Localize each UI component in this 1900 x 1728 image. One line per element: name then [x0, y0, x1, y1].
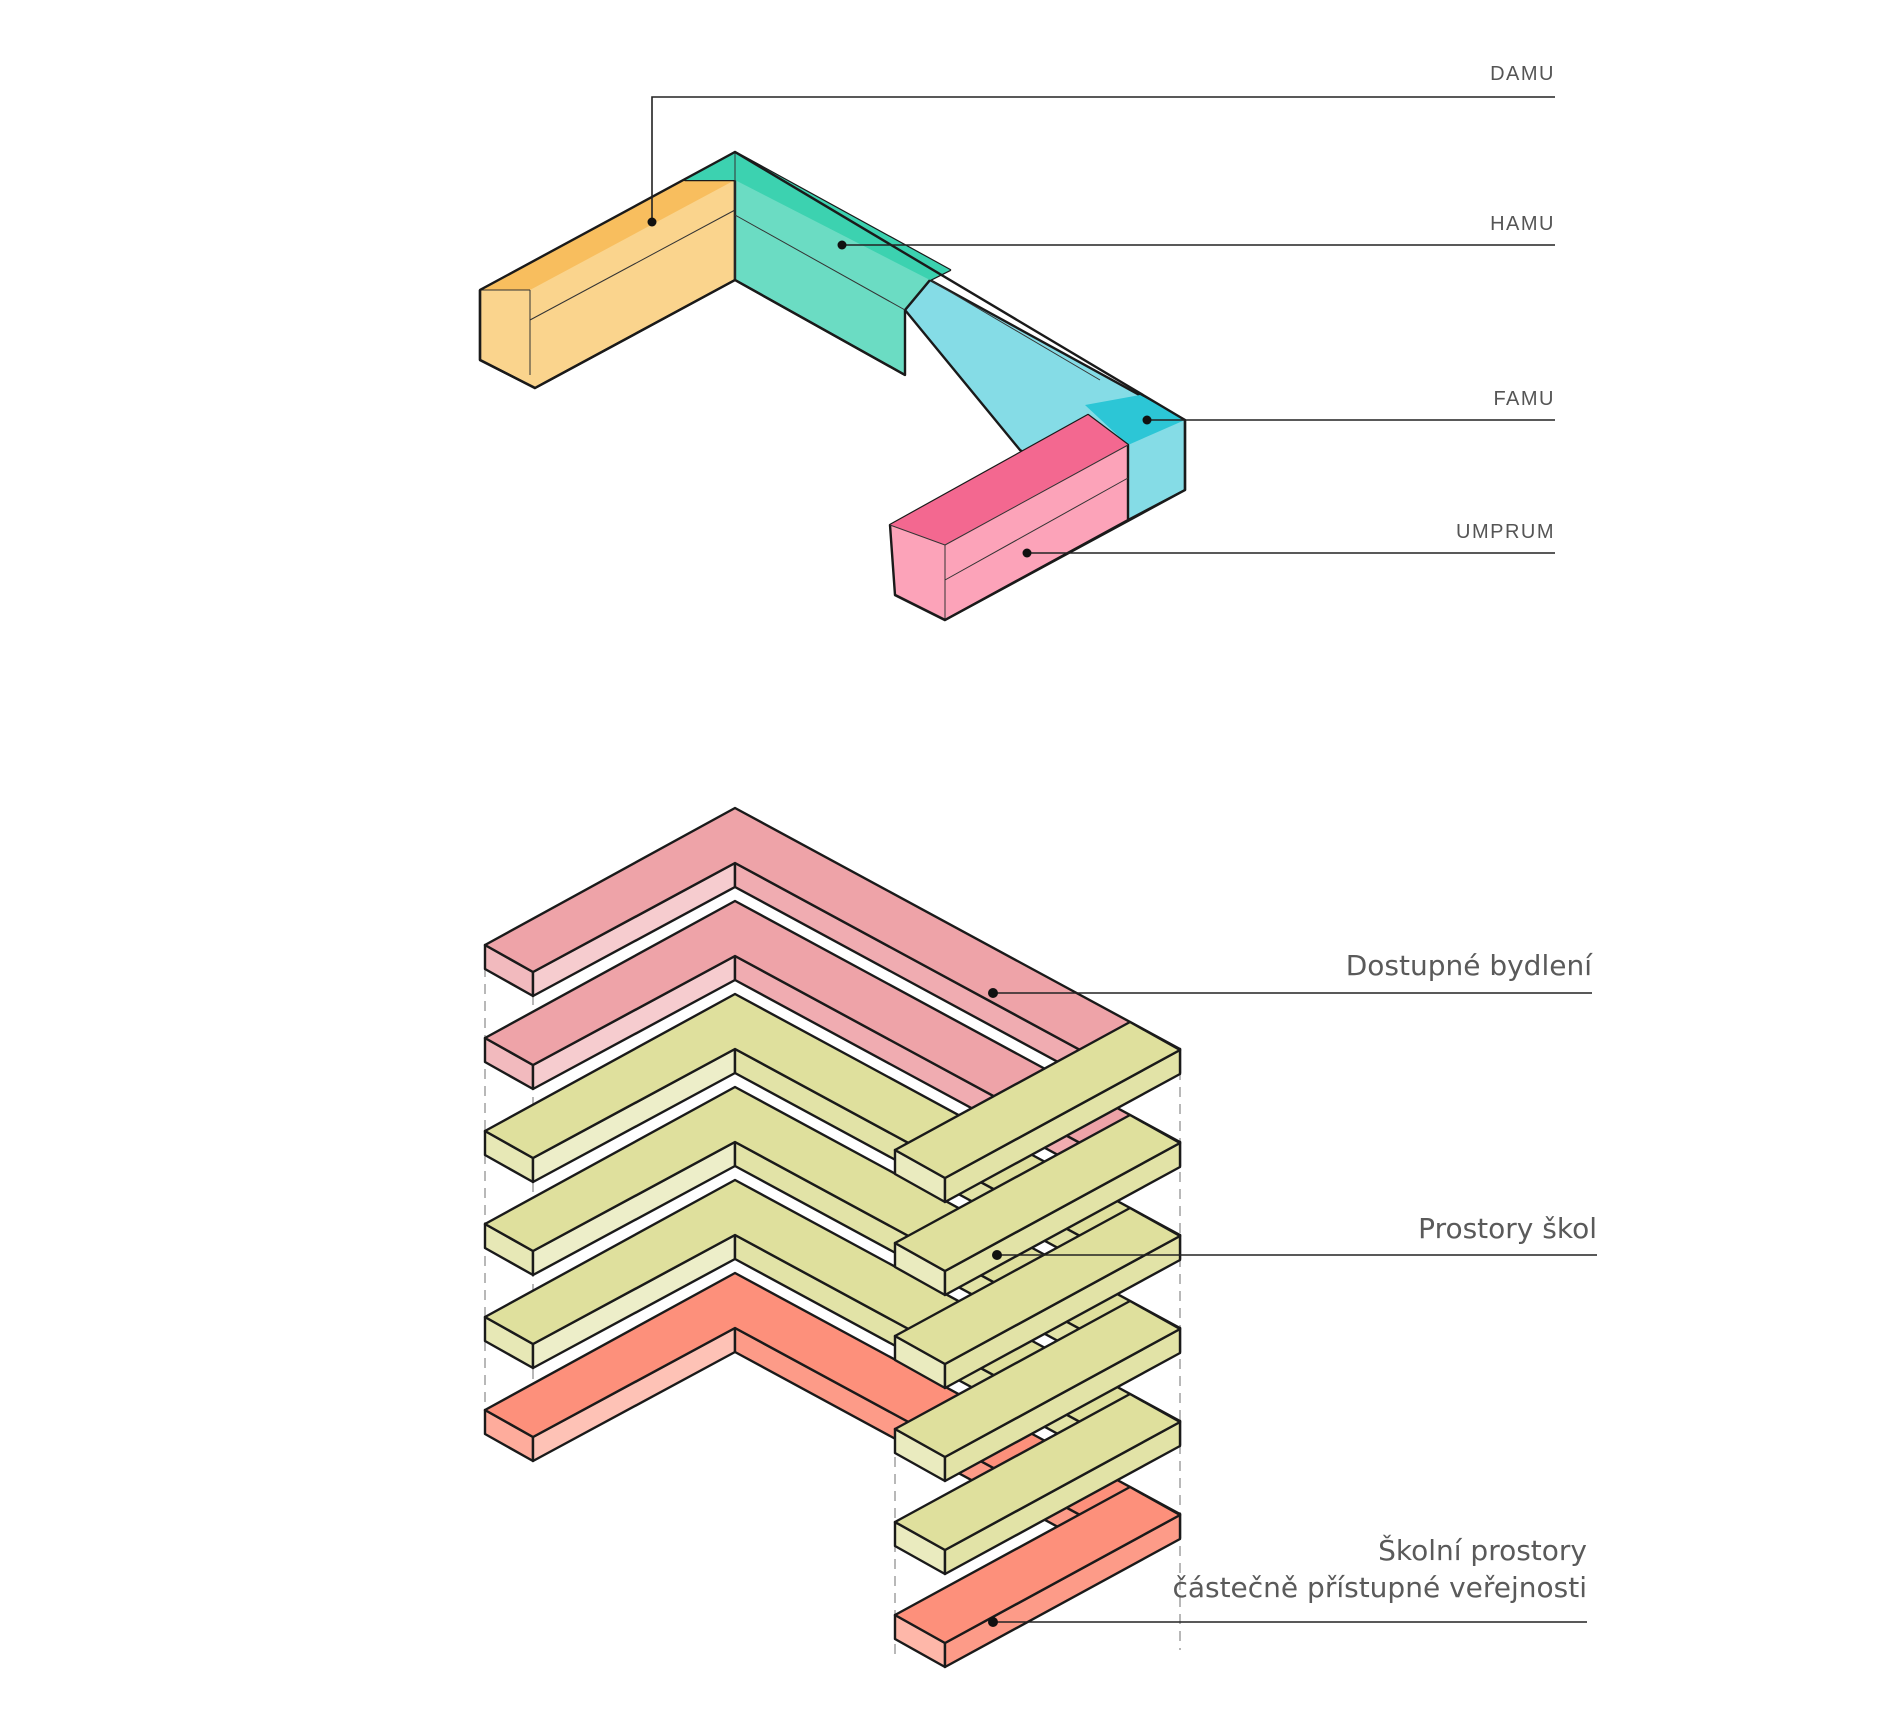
slab-stack — [483, 806, 1182, 1669]
wing-slab-school — [893, 1206, 1182, 1366]
label-public-line1: Školní prostory — [1378, 1533, 1587, 1567]
floor-stack-diagram: Dostupné bydlení Prostory škol Školní pr… — [483, 806, 1597, 1669]
hamu-block — [683, 150, 952, 377]
wing-slab-school — [893, 1020, 1182, 1180]
wing-slab-school — [893, 1392, 1182, 1552]
label-damu: DAMU — [1490, 63, 1555, 85]
housing-dot — [988, 988, 998, 998]
hamu-dot — [837, 240, 847, 250]
umprum-dot — [1022, 548, 1032, 558]
massing-diagram: DAMU HAMU FAMU UMPRUM — [478, 63, 1555, 622]
wing-slab-school — [893, 1113, 1182, 1273]
famu-dot — [1142, 415, 1152, 425]
label-school: Prostory škol — [1418, 1212, 1597, 1245]
damu-dot — [647, 217, 657, 227]
school-dot — [992, 1250, 1002, 1260]
label-hamu: HAMU — [1490, 213, 1555, 235]
wing-slab-school — [893, 1299, 1182, 1459]
public-dot — [988, 1617, 998, 1627]
umprum-block — [888, 413, 1130, 622]
label-famu: FAMU — [1493, 388, 1555, 410]
wing-slab-public — [893, 1485, 1182, 1645]
damu-leader — [651, 96, 1555, 222]
label-public-line2: částečně přístupné veřejnosti — [1172, 1571, 1587, 1604]
label-umprum: UMPRUM — [1456, 521, 1555, 543]
damu-block — [478, 178, 737, 390]
label-housing: Dostupné bydlení — [1346, 949, 1594, 982]
